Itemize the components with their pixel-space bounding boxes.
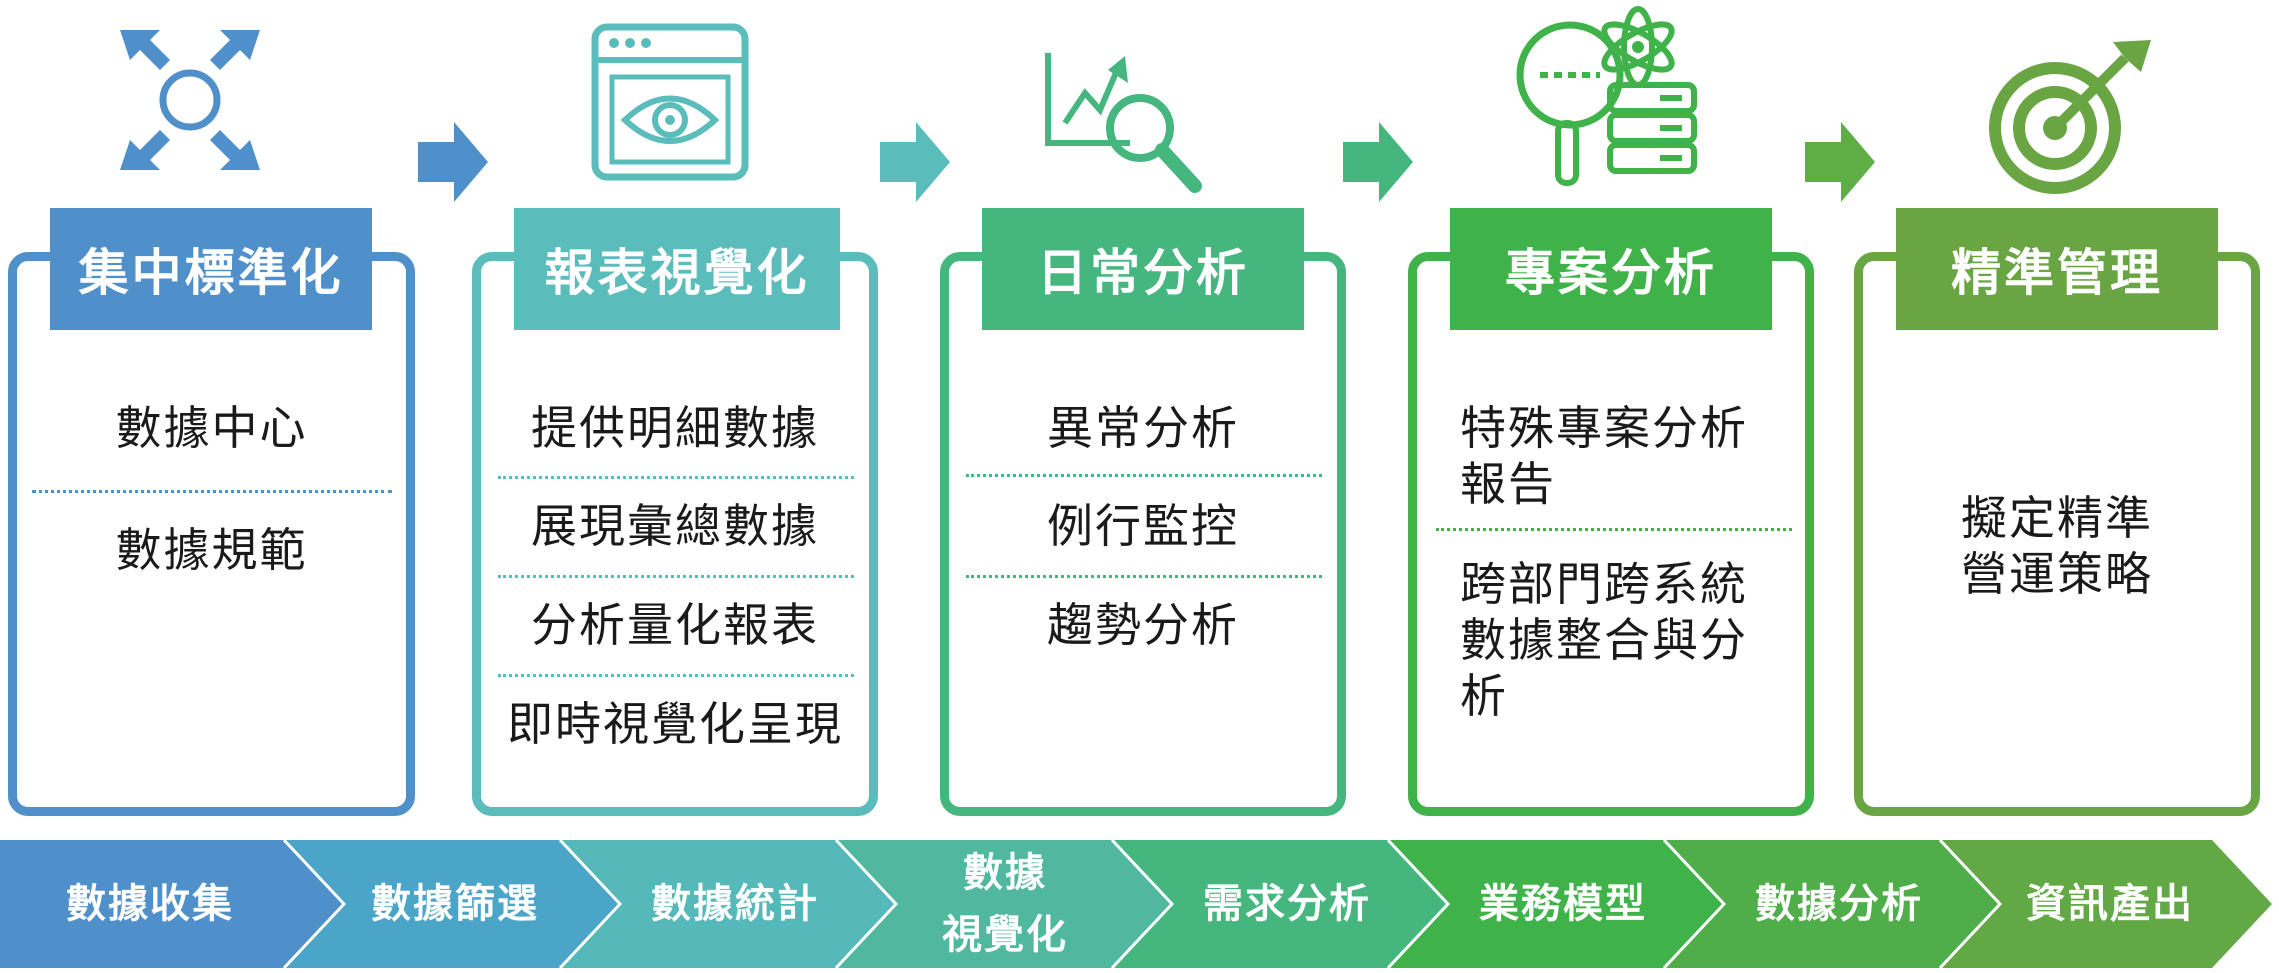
stage-2-item-1: 提供明細數據 [531, 401, 819, 455]
process-step-6 [1388, 840, 1724, 968]
browser-eye-icon [591, 23, 749, 181]
process-step-8 [1940, 840, 2272, 968]
stage-2-item-2: 展現彙總數據 [531, 499, 819, 553]
flow-arrow-2 [880, 122, 950, 202]
trend-magnifier-icon [1045, 53, 1202, 193]
process-step-5 [1112, 840, 1448, 968]
flow-arrow-4 [1805, 122, 1875, 202]
stage-5-item-1: 擬定精準 營運策略 [1961, 491, 2153, 601]
process-step-1 [0, 840, 344, 968]
stage-4-divider [1436, 528, 1792, 531]
stage-3-item-1: 異常分析 [1047, 401, 1239, 455]
process-step-7 [1664, 840, 2000, 968]
stage-1-item-1: 數據中心 [115, 401, 308, 455]
collect-arrows-icon [120, 30, 260, 170]
flow-arrow-3 [1343, 122, 1413, 202]
stage-3-divider-2 [966, 575, 1322, 578]
process-bar [0, 840, 2272, 968]
science-database-icon [1516, 6, 1697, 186]
process-label-8: 資訊產出 [2026, 881, 2194, 927]
stage-title-3: 日常分析 [982, 208, 1304, 330]
stage-card-5 [1854, 252, 2260, 816]
stage-1-item-2: 數據規範 [115, 523, 308, 577]
process-label-5: 需求分析 [1203, 881, 1371, 927]
flow-arrow-1 [418, 122, 488, 202]
stage-3-item-2: 例行監控 [1047, 499, 1239, 553]
process-step-2 [284, 840, 620, 968]
process-label-1: 數據收集 [66, 881, 234, 927]
process-label-6: 業務模型 [1479, 881, 1647, 927]
stage-2-item-3: 分析量化報表 [531, 598, 819, 652]
process-label-2: 數據篩選 [371, 881, 539, 927]
stage-2-divider-2 [498, 575, 854, 578]
stage-2-divider-1 [498, 476, 854, 479]
stage-2-item-4: 即時視覺化呈現 [507, 697, 843, 751]
stage-title-5: 精準管理 [1896, 208, 2218, 330]
stage-card-4 [1408, 252, 1814, 816]
process-label-7: 數據分析 [1755, 881, 1923, 927]
stage-2-divider-3 [498, 674, 854, 677]
stage-title-1: 集中標準化 [50, 208, 372, 330]
stage-3-divider-1 [966, 474, 1322, 477]
process-label-3: 數據統計 [651, 881, 819, 927]
stage-4-item-2: 跨部門跨系統 數據整合與分 析 [1460, 557, 1748, 723]
stage-4-item-1: 特殊專案分析 報告 [1460, 401, 1748, 511]
process-step-3 [560, 840, 896, 968]
stage-1-divider [32, 490, 392, 493]
process-label-4: 數據 視覺化 [942, 850, 1068, 958]
stage-card-2 [472, 252, 878, 816]
process-step-4 [836, 840, 1172, 968]
stage-title-4: 專案分析 [1450, 208, 1772, 330]
stage-3-item-3: 趨勢分析 [1047, 598, 1239, 652]
stage-title-2: 報表視覺化 [514, 208, 840, 330]
target-icon [1989, 40, 2151, 194]
